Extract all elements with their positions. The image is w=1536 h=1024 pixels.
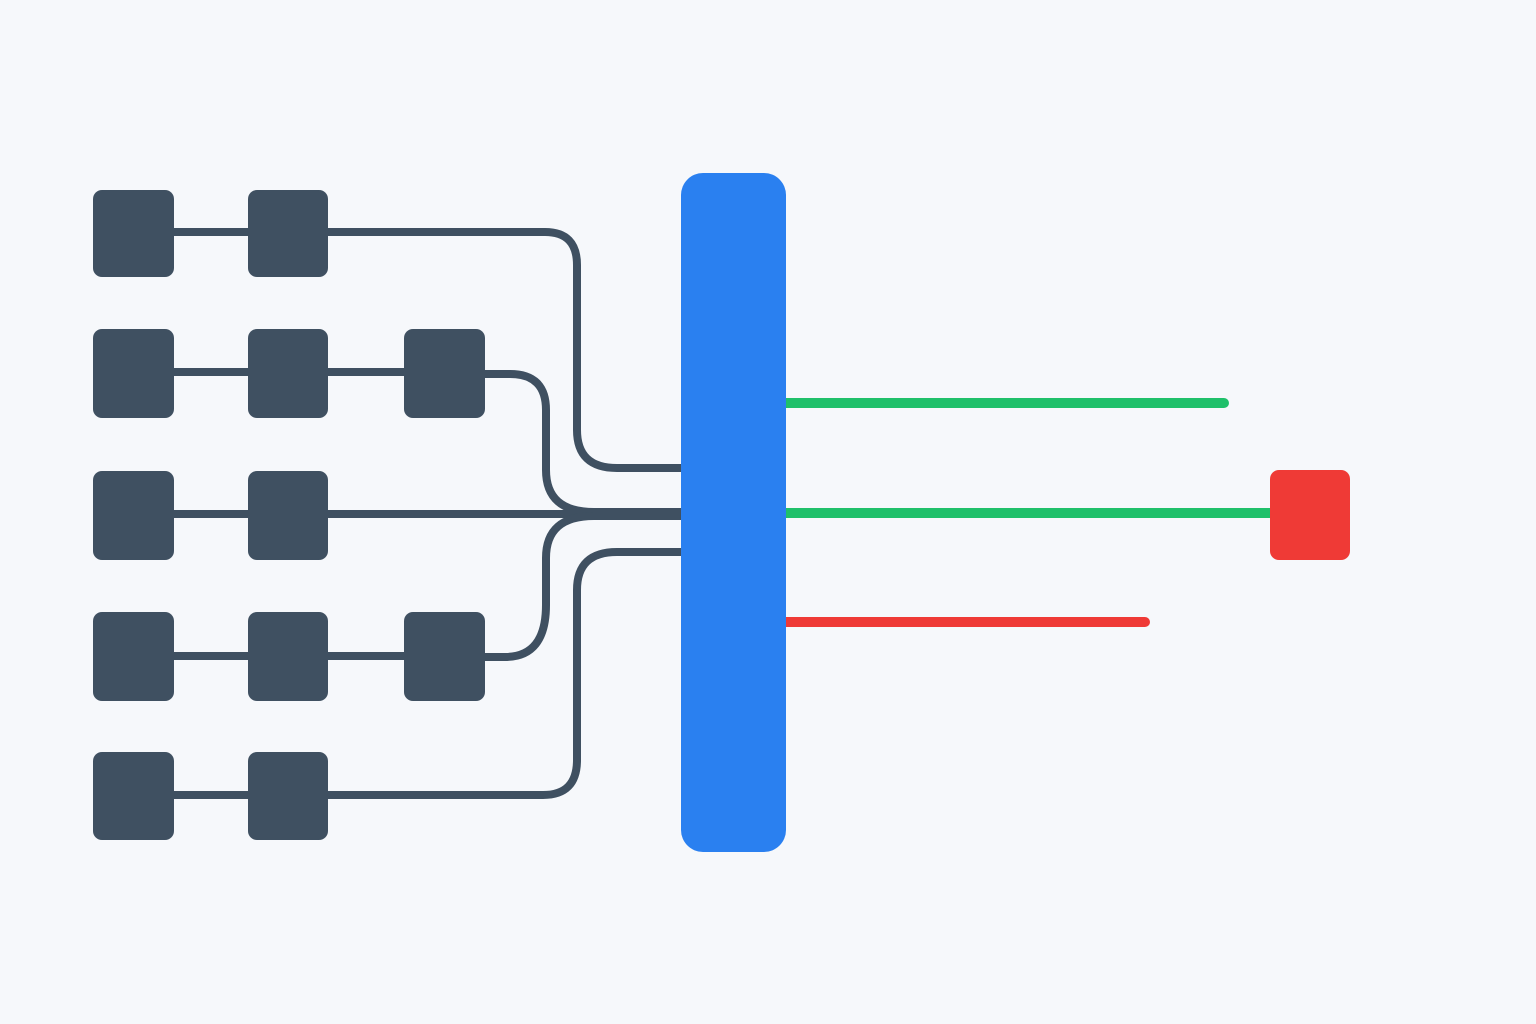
chain-4-node-2[interactable] bbox=[248, 612, 328, 701]
chain-4-node-1[interactable] bbox=[93, 612, 174, 701]
chain-4-node-3[interactable] bbox=[404, 612, 485, 701]
chain-2-node-1[interactable] bbox=[93, 329, 174, 418]
outputs-layer bbox=[779, 398, 1350, 627]
source-nodes-layer bbox=[93, 190, 485, 840]
chain-3-node-1[interactable] bbox=[93, 471, 174, 560]
central-hub-bar[interactable] bbox=[681, 173, 786, 852]
chain-4-hub-connector bbox=[478, 512, 688, 661]
chain-2-node-3[interactable] bbox=[404, 329, 485, 418]
output-2-terminal-node[interactable] bbox=[1270, 470, 1350, 560]
connectors-layer bbox=[168, 228, 688, 799]
chain-2-node-2[interactable] bbox=[248, 329, 328, 418]
chain-1-node-1[interactable] bbox=[93, 190, 174, 277]
chain-3-node-2[interactable] bbox=[248, 471, 328, 560]
chain-1-node-2[interactable] bbox=[248, 190, 328, 277]
chain-5-node-2[interactable] bbox=[248, 752, 328, 840]
chain-5-node-1[interactable] bbox=[93, 752, 174, 840]
chain-1-hub-connector bbox=[322, 228, 688, 472]
chain-2-hub-connector bbox=[478, 370, 688, 516]
chain-5-hub-connector bbox=[322, 548, 688, 799]
